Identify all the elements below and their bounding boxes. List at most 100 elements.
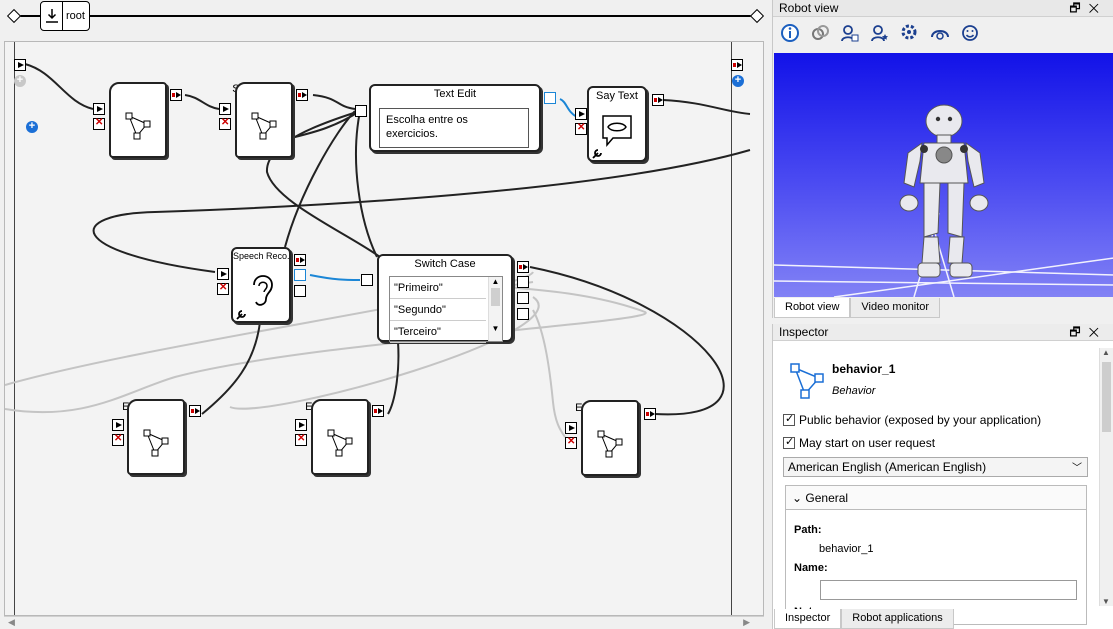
- lock-person-icon[interactable]: [839, 22, 861, 44]
- breadcrumb-end-diamond[interactable]: [749, 8, 765, 24]
- scroll-down-icon[interactable]: ▼: [491, 324, 500, 333]
- switchcase-case-port[interactable]: [517, 308, 529, 320]
- setup-onstop-port[interactable]: [93, 117, 105, 130]
- motion-icon[interactable]: [929, 22, 951, 44]
- setup-box[interactable]: [109, 82, 167, 158]
- ex2-onstart-port[interactable]: [295, 419, 307, 431]
- speechreco-onstop-port[interactable]: [217, 282, 229, 295]
- switchcase-item[interactable]: "Terceiro": [390, 321, 486, 343]
- inspector-title: Inspector: [779, 325, 829, 339]
- ex1-onstopped-port[interactable]: [189, 405, 201, 417]
- saytext-box[interactable]: Say Text: [587, 86, 647, 162]
- tab-video-monitor[interactable]: Video monitor: [850, 298, 941, 318]
- flow-diagram-canvas[interactable]: + + + Setup StartCond Text Edit Escolha …: [4, 41, 764, 616]
- setup-onstopped-port[interactable]: [170, 89, 182, 101]
- speechreco-onstart-port[interactable]: [217, 268, 229, 280]
- right-rail: [731, 42, 732, 615]
- speechreco-onstopped-port[interactable]: [294, 254, 306, 266]
- wrench-icon[interactable]: [235, 309, 247, 321]
- ex1-onstart-port[interactable]: [112, 419, 124, 431]
- canvas-horizontal-scrollbar[interactable]: ◀ ▶: [4, 616, 764, 629]
- undock-icon[interactable]: 🗗: [1069, 325, 1089, 339]
- scroll-left-icon[interactable]: ◀: [8, 617, 15, 627]
- ex1-box[interactable]: [127, 399, 185, 475]
- startcond-box[interactable]: [235, 82, 293, 158]
- switchcase-list[interactable]: "Primeiro" "Segundo" "Terceiro" ▲ ▼: [389, 276, 503, 343]
- switchcase-input-port[interactable]: [361, 274, 373, 286]
- robot-3d-viewport[interactable]: [774, 53, 1113, 297]
- speechreco-nothing-port[interactable]: [294, 285, 306, 297]
- robot-view-tabs: Robot view Video monitor: [774, 298, 941, 318]
- public-behavior-row[interactable]: Public behavior (exposed by your applica…: [783, 412, 1041, 427]
- ex2-onstopped-port[interactable]: [372, 405, 384, 417]
- switchcase-case-port[interactable]: [517, 292, 529, 304]
- textedit-value[interactable]: Escolha entre os exercicios.: [379, 108, 529, 148]
- textedit-output-port[interactable]: [544, 92, 556, 104]
- scroll-down-icon[interactable]: ▼: [1102, 597, 1110, 606]
- behavior-output-port[interactable]: [731, 59, 743, 71]
- add-input-icon[interactable]: +: [26, 121, 38, 133]
- breadcrumb-start-diamond[interactable]: [6, 8, 22, 24]
- saytext-onstopped-port[interactable]: [652, 94, 664, 106]
- may-start-row[interactable]: May start on user request: [783, 435, 935, 450]
- switchcase-scrollbar[interactable]: ▲ ▼: [488, 277, 502, 341]
- ex3-box[interactable]: [581, 400, 639, 476]
- close-icon[interactable]: ✕: [1088, 1, 1107, 15]
- star-person-icon[interactable]: [869, 22, 891, 44]
- switchcase-item[interactable]: "Primeiro": [390, 277, 486, 299]
- flowchart-icon: [125, 112, 151, 140]
- scrollbar-thumb[interactable]: [1102, 362, 1111, 432]
- tab-robot-applications[interactable]: Robot applications: [841, 609, 954, 629]
- tab-robot-view[interactable]: Robot view: [774, 298, 851, 318]
- switchcase-box[interactable]: Switch Case "Primeiro" "Segundo" "Tercei…: [377, 254, 513, 343]
- behavior-name: behavior_1: [832, 362, 896, 376]
- add-input-grey-icon[interactable]: +: [14, 75, 26, 87]
- name-input[interactable]: [820, 580, 1077, 600]
- scroll-up-icon[interactable]: ▲: [491, 277, 500, 286]
- speech-bubble-icon: [602, 115, 632, 148]
- saytext-onstop-port[interactable]: [575, 122, 587, 135]
- ex2-onstop-port[interactable]: [295, 433, 307, 446]
- switchcase-onstopped-port[interactable]: [517, 261, 529, 273]
- face-icon[interactable]: [959, 22, 981, 44]
- switchcase-item[interactable]: "Segundo": [390, 299, 486, 321]
- textedit-box[interactable]: Text Edit Escolha entre os exercicios.: [369, 84, 541, 152]
- speechreco-word-port[interactable]: [294, 269, 306, 281]
- language-select[interactable]: American English (American English) ﹀: [783, 457, 1088, 477]
- inspector-scrollbar[interactable]: ▲ ▼: [1099, 348, 1113, 606]
- scroll-up-icon[interactable]: ▲: [1102, 348, 1110, 357]
- startcond-onstop-port[interactable]: [219, 117, 231, 130]
- add-output-icon[interactable]: +: [732, 75, 744, 87]
- tab-inspector[interactable]: Inspector: [774, 609, 842, 629]
- breadcrumb-root[interactable]: root: [40, 1, 90, 31]
- switchcase-case-port[interactable]: [517, 276, 529, 288]
- general-group-title: General: [805, 491, 849, 505]
- inspector-header: Inspector 🗗✕: [773, 324, 1113, 341]
- textedit-input-port[interactable]: [355, 105, 367, 117]
- saytext-onstart-port[interactable]: [575, 108, 587, 120]
- chain-icon[interactable]: [809, 22, 831, 44]
- close-icon[interactable]: ✕: [1088, 325, 1107, 339]
- ex2-box[interactable]: [311, 399, 369, 475]
- ex3-onstopped-port[interactable]: [644, 408, 656, 420]
- public-behavior-checkbox[interactable]: [783, 412, 795, 426]
- robot-view-header: Robot view 🗗✕: [773, 0, 1113, 17]
- startcond-onstart-port[interactable]: [219, 103, 231, 115]
- speechreco-box[interactable]: Speech Reco.: [231, 247, 291, 323]
- chevron-down-icon: ⌄: [792, 491, 803, 505]
- info-icon[interactable]: [779, 22, 801, 44]
- scroll-right-icon[interactable]: ▶: [743, 617, 750, 627]
- ex3-onstart-port[interactable]: [565, 422, 577, 434]
- enter-box-icon: [41, 2, 63, 30]
- flowchart-icon: [597, 430, 623, 458]
- undock-icon[interactable]: 🗗: [1069, 1, 1089, 15]
- ex3-onstop-port[interactable]: [565, 436, 577, 449]
- gear-person-icon[interactable]: [899, 22, 921, 44]
- wrench-icon[interactable]: [591, 148, 603, 160]
- ex1-onstop-port[interactable]: [112, 433, 124, 446]
- general-group-header[interactable]: ⌄ General: [786, 486, 1086, 510]
- startcond-onstopped-port[interactable]: [296, 89, 308, 101]
- may-start-checkbox[interactable]: [783, 435, 795, 449]
- behavior-start-port[interactable]: [14, 59, 26, 71]
- setup-onstart-port[interactable]: [93, 103, 105, 115]
